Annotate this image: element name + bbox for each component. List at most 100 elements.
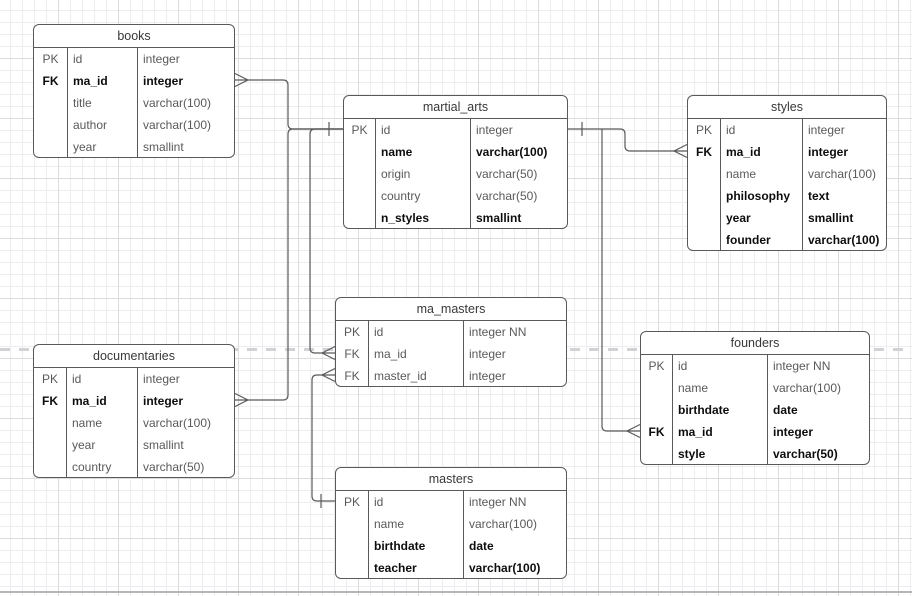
- row-field-type: smallint: [476, 211, 522, 225]
- row-field-type: integer: [143, 74, 184, 88]
- row-field-type: varchar(50): [476, 189, 538, 203]
- connection-books_to_martial_arts[interactable]: [235, 79, 343, 130]
- row-field-type: integer NN: [469, 495, 527, 509]
- row-field-name: year: [68, 136, 138, 157]
- row-field-type: smallint: [808, 211, 854, 225]
- crowsfoot-many-icon: [321, 374, 336, 383]
- table-row-year[interactable]: year smallint: [34, 136, 234, 157]
- row-key-label: [336, 513, 369, 535]
- connection-ma_masters_to_martial_arts[interactable]: [309, 128, 343, 354]
- row-field-name: ma_id: [721, 141, 803, 163]
- row-key-label: [641, 377, 673, 399]
- connection-documentaries_to_martial_arts[interactable]: [235, 128, 343, 401]
- row-key-label: FK: [34, 70, 68, 92]
- table-title: styles: [688, 96, 886, 119]
- row-field-type: varchar(100): [808, 167, 877, 181]
- table-title: martial_arts: [344, 96, 567, 119]
- row-field-type: text: [808, 189, 830, 203]
- row-key-label: [688, 185, 721, 207]
- crowsfoot-many-icon: [673, 143, 688, 152]
- row-field-name: birthdate: [673, 399, 768, 421]
- row-field-name: name: [673, 377, 768, 399]
- row-field-name: ma_id: [369, 343, 464, 365]
- row-key-label: PK: [34, 368, 67, 390]
- row-field-name: name: [376, 141, 471, 163]
- page-boundary-line: [0, 591, 912, 593]
- row-field-name: ma_id: [67, 390, 138, 412]
- table-row-birthdate[interactable]: birthdate date: [641, 399, 869, 421]
- row-key-label: PK: [641, 355, 673, 377]
- row-field-name: year: [67, 434, 138, 456]
- connection-martial_arts_to_styles[interactable]: [568, 128, 687, 152]
- row-key-label: [336, 557, 369, 578]
- row-key-label: FK: [34, 390, 67, 412]
- row-field-name: id: [67, 368, 138, 390]
- row-key-label: [688, 207, 721, 229]
- row-key-label: [34, 136, 68, 157]
- table-title: ma_masters: [336, 298, 566, 321]
- table-title: documentaries: [34, 345, 234, 368]
- row-field-type: smallint: [143, 438, 184, 452]
- row-key-label: [344, 141, 376, 163]
- row-key-label: [34, 456, 67, 477]
- row-field-type: varchar(100): [143, 118, 212, 132]
- row-key-label: [344, 207, 376, 228]
- row-key-label: [34, 114, 68, 136]
- row-field-type: date: [773, 403, 798, 417]
- row-field-type: integer: [808, 145, 849, 159]
- table-row-name[interactable]: name varchar(100): [641, 377, 869, 399]
- connection-martial_arts_to_founders[interactable]: [601, 129, 640, 432]
- row-key-label: [344, 163, 376, 185]
- row-key-label: [688, 229, 721, 250]
- table-row-country[interactable]: country varchar(50): [344, 185, 567, 207]
- crowsfoot-many-icon: [321, 367, 336, 376]
- row-key-label: [641, 443, 673, 464]
- row-field-name: teacher: [369, 557, 464, 578]
- row-field-type: smallint: [143, 140, 184, 154]
- row-field-type: varchar(100): [773, 381, 842, 395]
- table-row-year[interactable]: year smallint: [34, 434, 234, 456]
- crowsfoot-many-icon: [626, 430, 641, 439]
- connection-masters_to_ma_masters[interactable]: [311, 374, 335, 502]
- row-key-label: PK: [688, 119, 721, 141]
- row-field-name: country: [376, 185, 471, 207]
- row-field-type: varchar(100): [469, 517, 538, 531]
- row-field-type: integer: [476, 123, 513, 137]
